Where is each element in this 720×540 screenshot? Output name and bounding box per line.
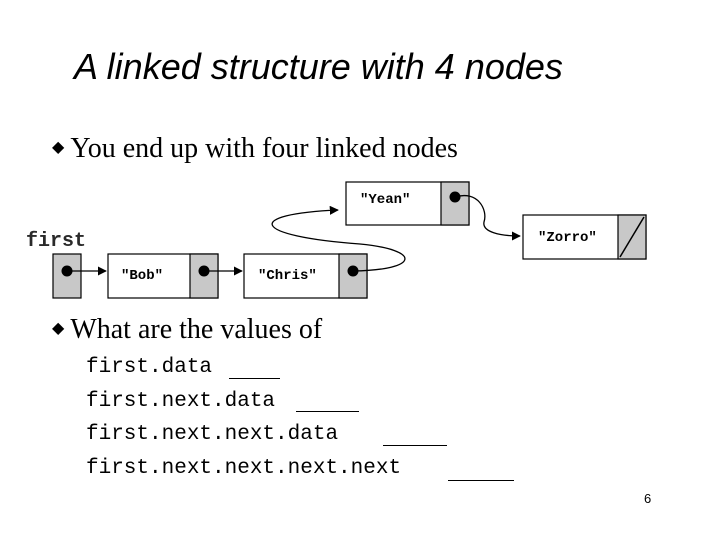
arrow-yean-to-zorro <box>454 194 521 241</box>
question-line: first.data <box>86 356 213 379</box>
node-yean: "Yean" <box>345 181 470 226</box>
bullet-text: You end up with four linked nodes <box>70 133 458 164</box>
node-chris: "Chris" <box>243 253 368 299</box>
bullet-values-question: ◆ What are the values of <box>52 314 322 346</box>
question-line: first.next.data <box>86 390 276 413</box>
diamond-bullet-icon: ◆ <box>52 320 65 337</box>
slide-title: A linked structure with 4 nodes <box>74 46 563 87</box>
bullet-text: What are the values of <box>70 314 323 345</box>
null-pointer-icon <box>619 216 645 258</box>
page-number: 6 <box>644 491 652 506</box>
bullet-four-nodes: ◆ You end up with four linked nodes <box>52 133 458 165</box>
diamond-bullet-icon: ◆ <box>52 139 65 156</box>
node-data-label: "Yean" <box>360 192 410 208</box>
arrow-chris-to-yean <box>271 205 406 272</box>
answer-blank <box>448 480 514 481</box>
link-arrows <box>67 194 521 276</box>
answer-blank <box>229 378 280 379</box>
node-data-label: "Zorro" <box>538 230 597 246</box>
answer-blank <box>383 445 447 446</box>
first-pointer-box <box>52 253 82 299</box>
question-line: first.next.next.data <box>86 423 339 446</box>
node-data-label: "Chris" <box>258 268 317 284</box>
question-line: first.next.next.next.next <box>86 457 402 480</box>
first-pointer-label: first <box>26 230 86 253</box>
node-bob: "Bob" <box>107 253 219 299</box>
node-zorro: "Zorro" <box>522 214 647 260</box>
node-data-label: "Bob" <box>121 268 163 284</box>
answer-blank <box>296 411 359 412</box>
